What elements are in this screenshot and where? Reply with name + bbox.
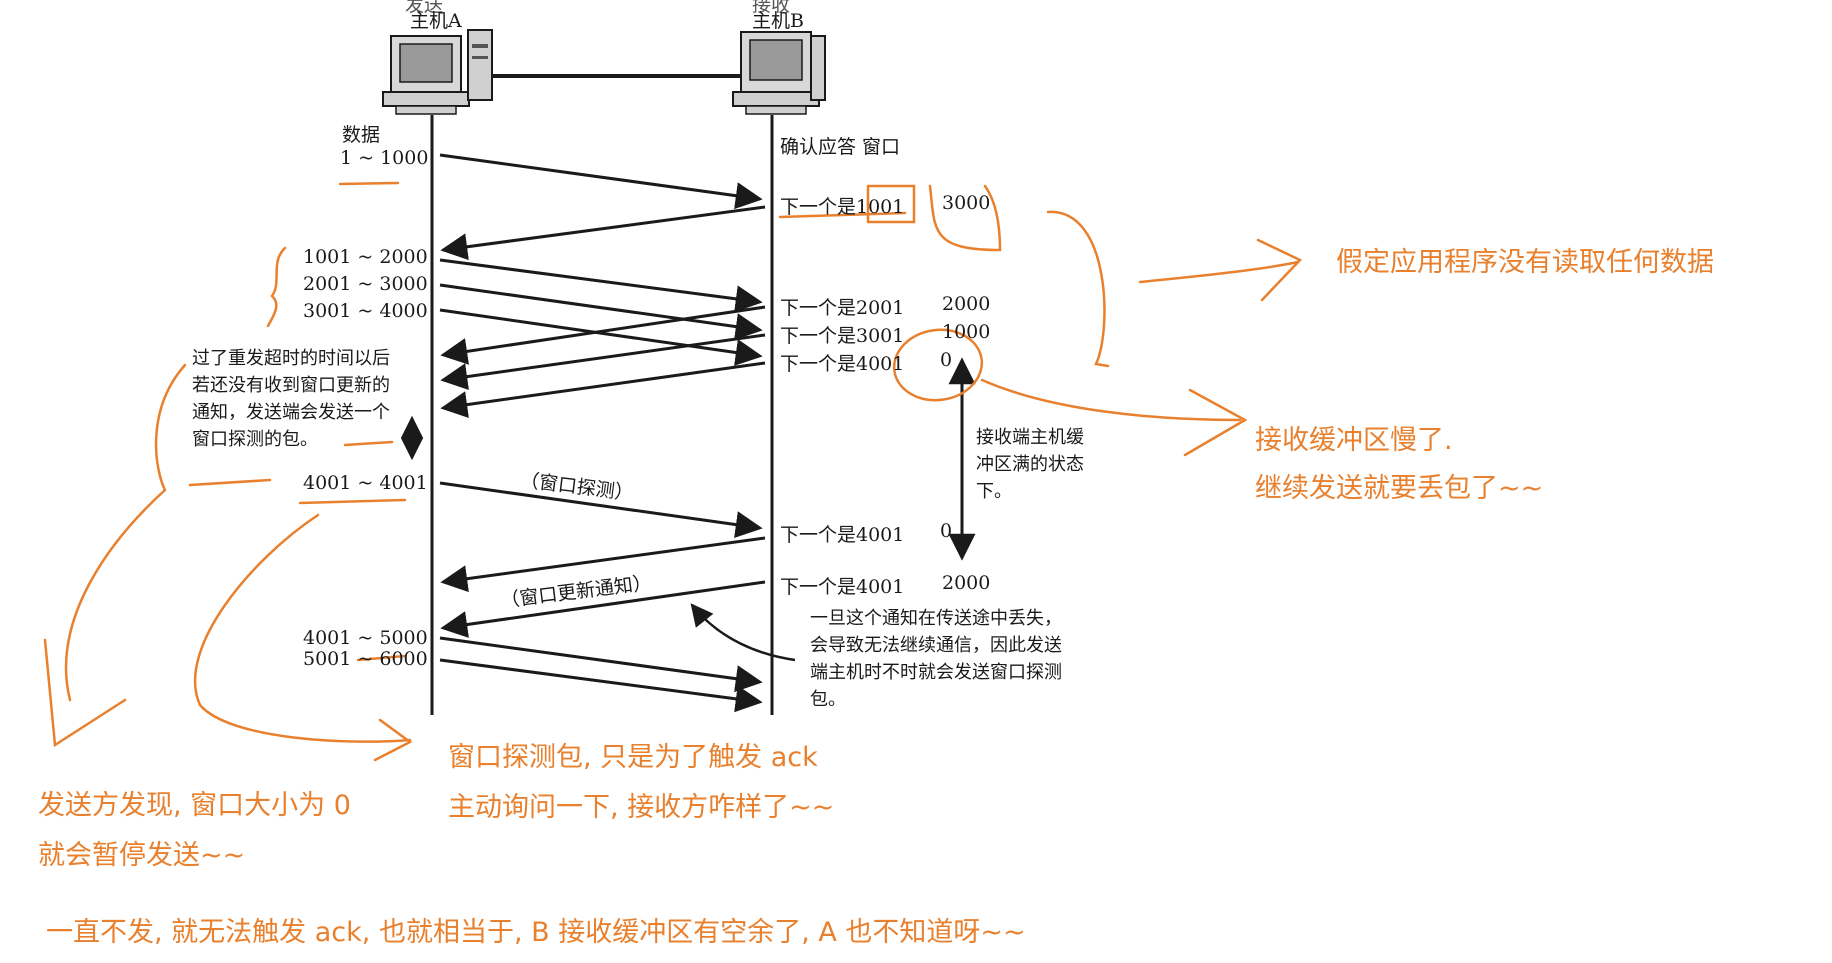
ack-next: 下一个是3001 <box>780 325 905 347</box>
annotation-bottom: 一直不发, 就无法触发 ack, 也就相当于, B 接收缓冲区有空余了, A 也… <box>46 917 1026 948</box>
receiver-header: 确认应答 窗口 <box>780 136 901 158</box>
arrow-data-1-1000 <box>439 153 763 210</box>
brace-segments <box>266 246 287 328</box>
host-b-top-label: 接收 <box>752 0 791 16</box>
arrow-ack-3001 <box>440 333 766 391</box>
host-a-top-label: 发送 <box>405 0 444 16</box>
ack-window: 1000 <box>942 321 991 343</box>
annotation-probe-2: 主动询问一下, 接收方咋样了~~ <box>448 792 835 823</box>
arrow-window-update <box>440 580 766 638</box>
underline-probe-packet <box>343 440 394 447</box>
host-a-computer-icon <box>382 29 493 115</box>
lost-notification-note: 一旦这个通知在传送途中丢失，会导致无法继续通信，因此发送端主机时不时就会发送窗口… <box>810 608 1062 710</box>
arrow-no-read-head <box>1256 238 1303 302</box>
arrow-data-1001-2000 <box>439 258 763 313</box>
host-b-label: 主机B <box>752 10 804 32</box>
ack-next: 下一个是1001 <box>780 196 905 218</box>
ack-window: 2000 <box>942 572 991 594</box>
ack-next: 下一个是4001 <box>780 524 905 546</box>
arrow-data-2001-3000 <box>439 283 763 340</box>
curve-pause <box>64 363 187 702</box>
segment-label: 4001 ~ 4001 <box>303 472 428 494</box>
ack-next: 下一个是4001 <box>780 576 905 598</box>
arrow-no-read-line <box>1138 260 1300 284</box>
arrow-probe-response <box>440 536 766 593</box>
host-b-computer-icon <box>732 31 826 115</box>
handwritten-marks <box>43 181 1303 762</box>
circle-window-zero <box>892 328 984 402</box>
arrow-buffer-slow-head <box>1183 388 1248 457</box>
bracket-window-shrink <box>1046 210 1110 368</box>
annotation-no-read: 假定应用程序没有读取任何数据 <box>1336 247 1714 278</box>
segment-label: 1001 ~ 2000 <box>303 246 428 268</box>
segment-label: 5001 ~ 6000 <box>303 648 428 670</box>
arrow-data-4001-5000 <box>439 636 763 693</box>
curve-probe <box>193 513 412 743</box>
ack-window: 2000 <box>942 293 991 315</box>
ack-window: 0 <box>940 349 953 371</box>
underline-note <box>188 478 272 487</box>
lost-note-pointer <box>690 603 796 662</box>
ack-window: 0 <box>940 520 953 542</box>
arrow-data-5001-6000 <box>439 658 763 713</box>
underline-probe-segment <box>298 498 407 505</box>
segment-label: 1 ~ 1000 <box>340 147 429 169</box>
annotation-probe: 窗口探测包, 只是为了触发 ack <box>448 742 818 773</box>
arrow-buffer-slow-line <box>980 378 1242 422</box>
arrow-pause-head <box>43 638 127 748</box>
arrow-ack-1001 <box>440 205 766 261</box>
segment-label: 3001 ~ 4000 <box>303 300 428 322</box>
underline-ack-1001 <box>778 211 907 219</box>
buffer-full-note: 接收端主机缓冲区满的状态下。 <box>976 427 1084 502</box>
annotation-buffer-slow: 接收缓冲区慢了. <box>1255 425 1453 456</box>
annotation-buffer-slow-2: 继续发送就要丢包了~~ <box>1255 473 1544 504</box>
sender-header: 数据 <box>342 124 381 146</box>
annotation-pause-2: 就会暂停发送~~ <box>38 840 246 871</box>
segment-label: 2001 ~ 3000 <box>303 273 428 295</box>
arrow-probe-head <box>373 718 413 762</box>
arrow-ack-4001-zero <box>440 361 766 419</box>
host-a-label: 主机A <box>410 10 462 32</box>
segment-label: 4001 ~ 5000 <box>303 627 428 649</box>
arrow-window-probe <box>439 481 763 538</box>
box-ack-1001 <box>866 184 916 224</box>
resend-timeout-note: 过了重发超时的时间以后若还没有收到窗口更新的通知，发送端会发送一个窗口探测的包。 <box>192 348 390 450</box>
underline-first-segment <box>338 181 400 186</box>
annotation-pause: 发送方发现, 窗口大小为 0 <box>38 790 351 821</box>
ack-window: 3000 <box>942 192 991 214</box>
arrow-ack-2001 <box>440 305 766 365</box>
underline-resume-segment <box>356 654 407 662</box>
box-window-3000 <box>928 184 1002 252</box>
ack-next: 下一个是4001 <box>780 353 905 375</box>
ack-next: 下一个是2001 <box>780 297 905 319</box>
